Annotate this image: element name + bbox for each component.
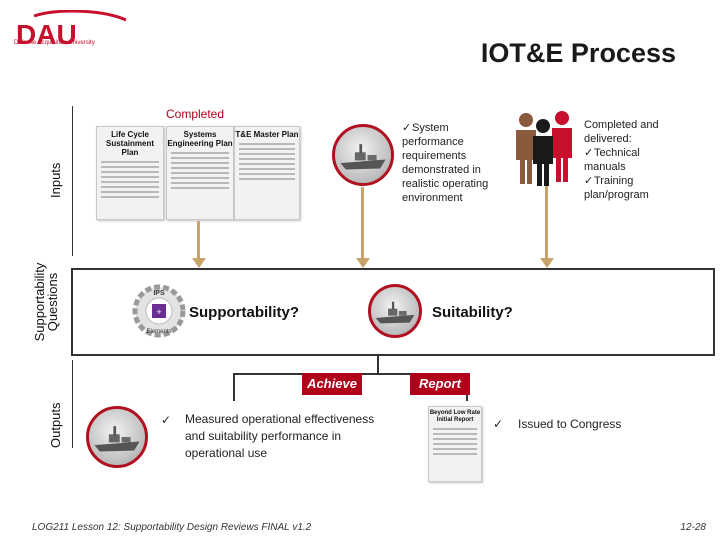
temp-document: T&E Master Plan: [234, 126, 300, 220]
ship-icon: [332, 124, 394, 186]
suitability-question: Suitability?: [432, 304, 513, 321]
check-icon: ✓: [161, 413, 172, 427]
connector-line: [377, 356, 379, 374]
dau-logo: DAU: [14, 9, 134, 52]
inputs-label: Inputs: [48, 162, 63, 198]
page-title: IOT&E Process: [480, 38, 676, 68]
svg-text:Elements: Elements: [146, 329, 171, 335]
achieve-tag: Achieve: [302, 373, 362, 395]
check-icon: ✓: [493, 417, 504, 431]
footer-course: LOG211 Lesson 12: Supportability Design …: [32, 522, 312, 533]
document-title: Systems Engineering Plan: [167, 130, 233, 148]
check-icon: ✓: [402, 122, 412, 134]
completed-label: Completed: [166, 107, 225, 121]
check-icon: ✓: [584, 175, 594, 187]
arrow-shaft: [197, 221, 200, 259]
deliverables-lead: Completed and delivered:: [584, 119, 659, 145]
report-document-icon: Beyond Low Rate Initial Report: [428, 406, 482, 482]
report-tag: Report: [410, 373, 470, 395]
report-document-title: Beyond Low Rate Initial Report: [429, 410, 481, 423]
arrow-head: [540, 258, 554, 268]
sep-document: Systems Engineering Plan: [166, 126, 234, 220]
logo-subtext: Defense Acquisition University: [14, 40, 95, 46]
arrow-shaft: [361, 187, 364, 259]
deliverable-item: Training plan/program: [584, 175, 649, 201]
svg-text:IPS: IPS: [153, 290, 165, 297]
arrow-head: [356, 258, 370, 268]
check-icon: ✓: [584, 147, 594, 159]
ship-icon: [368, 284, 422, 338]
deliverable-item: Technical manuals: [584, 147, 640, 173]
supportability-question: Supportability?: [189, 304, 299, 321]
ips-gear-icon: + IPS Elements: [131, 283, 187, 339]
outputs-bracket: [72, 360, 73, 448]
report-description: Issued to Congress: [518, 417, 622, 431]
supportability-questions-label: Supportability Questions: [32, 262, 60, 342]
ship-icon: [86, 406, 148, 468]
system-performance-bullet: ✓System performance requirements demonst…: [402, 122, 489, 204]
logo-text: DAU: [16, 19, 77, 50]
connector-line: [233, 373, 235, 401]
outputs-label: Outputs: [48, 402, 63, 448]
document-title: T&E Master Plan: [235, 130, 299, 139]
document-title: Life Cycle Sustainment Plan: [105, 130, 154, 157]
inputs-bracket: [72, 106, 73, 256]
lcsp-document: Life Cycle Sustainment Plan: [96, 126, 164, 220]
people-icon: [512, 106, 582, 186]
page-number: 12-28: [680, 522, 706, 533]
deliverables-list: Completed and delivered: ✓Technical manu…: [584, 118, 680, 202]
arrow-head: [192, 258, 206, 268]
arrow-shaft: [545, 186, 548, 259]
achieve-description: Measured operational effectiveness and s…: [185, 412, 375, 460]
svg-text:+: +: [156, 307, 161, 317]
